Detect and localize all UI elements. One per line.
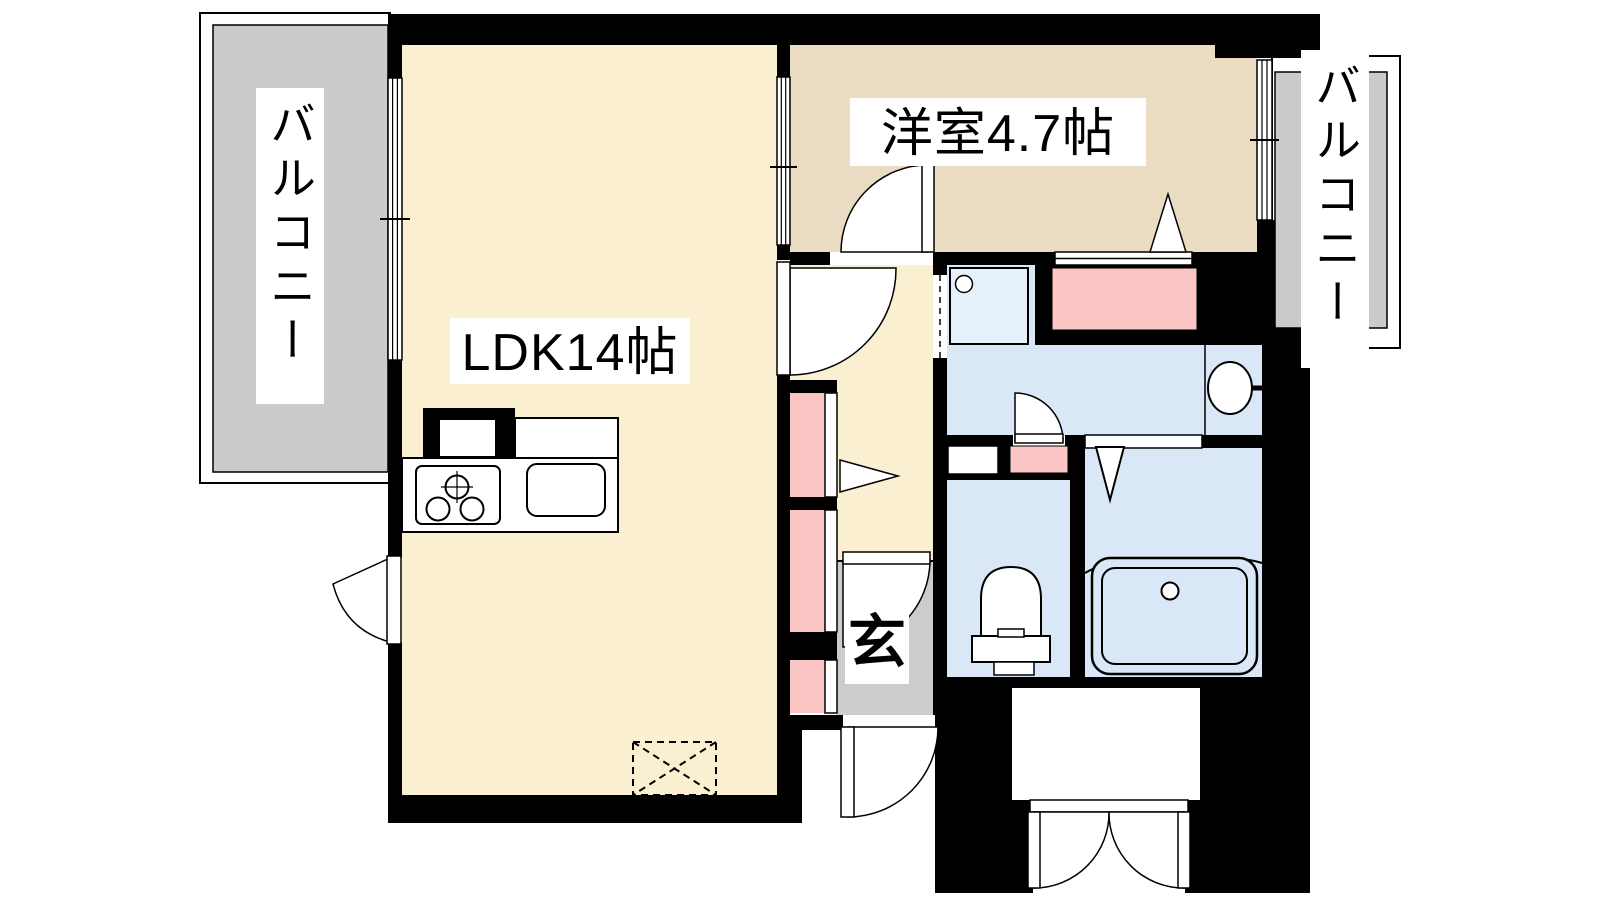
bathtub-inner xyxy=(1101,567,1248,665)
bath-folding-door-marker xyxy=(1094,446,1126,504)
wall-washroom-left xyxy=(933,358,947,715)
kitchen xyxy=(401,417,619,533)
label-western-bg xyxy=(850,98,1146,166)
window-ldk-balcony xyxy=(380,77,410,361)
bathtub-icon xyxy=(1090,556,1259,676)
opening-bath-door xyxy=(1084,434,1203,449)
sliding-door-washroom xyxy=(933,275,947,358)
wall-top xyxy=(388,14,1275,45)
label-ldk: LDK14帖 xyxy=(462,324,679,382)
label-western-room: 洋室4.7帖 xyxy=(881,105,1115,163)
wall-ldk-corridor-top xyxy=(777,245,790,260)
door-entrance-hall-leaf xyxy=(842,551,931,565)
wall-western-bottom-2 xyxy=(933,252,1055,265)
porch-door-left-leaf xyxy=(1027,811,1041,889)
label-balcony-left: バルコニー xyxy=(264,100,316,370)
toilet-tank-lid xyxy=(997,628,1025,638)
labels: LDK14帖 洋室4.7帖 バルコニー バルコニー 玄 xyxy=(256,50,1369,684)
entry-door-leaf xyxy=(840,726,855,818)
wall-ldk-west-upper xyxy=(777,45,790,77)
wall-left-lower xyxy=(388,642,402,795)
washbasin-icon xyxy=(1207,361,1253,415)
wall-right-lower xyxy=(1262,328,1310,677)
washer-pan-drain xyxy=(954,274,974,294)
porch-door-left-swing xyxy=(1033,811,1110,889)
label-ldk-bg xyxy=(450,318,690,384)
toilet-wall-shelf xyxy=(1009,445,1069,474)
toilet-wall-box xyxy=(947,445,999,475)
door-ldk-corridor-swing xyxy=(789,267,897,376)
closets xyxy=(790,191,1198,714)
bathtub-drain xyxy=(1160,581,1180,601)
wall-ldk-corridor xyxy=(777,375,790,715)
stove-burner xyxy=(459,496,485,522)
toilet-tank xyxy=(971,635,1051,663)
wall-closet-sep2 xyxy=(777,632,837,660)
entry-door-swing xyxy=(847,726,939,818)
closet-slider-western xyxy=(1054,251,1193,266)
wall-entrance-bottom xyxy=(777,715,843,730)
wall-left-upper xyxy=(388,14,402,78)
closet-western-door-marker xyxy=(1148,191,1188,253)
wall-left-mid xyxy=(388,360,402,560)
porch-door-right-leaf xyxy=(1177,811,1191,889)
wall-bath-top xyxy=(1202,435,1262,448)
wall-bottom-ldk xyxy=(388,795,802,823)
stove-burner xyxy=(425,496,451,522)
ldk-dashed-box xyxy=(632,741,717,796)
label-balcony-left-bg xyxy=(256,88,324,404)
toilet-base xyxy=(993,661,1035,676)
kitchen-block-niche xyxy=(440,420,495,456)
toilet-bowl-icon xyxy=(980,565,1042,642)
closet-door-marker xyxy=(839,459,901,493)
door-western-leaf xyxy=(921,164,935,253)
closet-upper xyxy=(790,393,825,497)
label-entrance: 玄 xyxy=(848,610,906,675)
wall-right-upper xyxy=(1262,252,1275,328)
wall-bottom-connector xyxy=(777,730,802,823)
kitchen-counter-upper xyxy=(514,417,619,459)
closet-western xyxy=(1051,267,1198,331)
bathroom xyxy=(1084,446,1263,676)
opening-western-door xyxy=(830,252,933,265)
closet-lower xyxy=(790,660,825,713)
door-service-leaf xyxy=(386,555,402,645)
wall-toilet-bath-divider xyxy=(1070,435,1085,677)
door-service-swing xyxy=(332,556,391,643)
label-balcony-right-bg xyxy=(1301,50,1369,368)
door-ldk-corridor-leaf xyxy=(776,261,791,376)
closet-middle-door xyxy=(824,509,838,633)
label-entrance-bg xyxy=(845,598,909,684)
closet-lower-door xyxy=(824,659,838,714)
sink-icon xyxy=(526,463,606,517)
window-ldk-western-partition xyxy=(770,76,797,246)
label-balcony-right: バルコニー xyxy=(1309,62,1361,332)
closet-upper-door xyxy=(824,392,838,498)
wall-closet-sep1 xyxy=(777,497,837,510)
door-toilet-leaf xyxy=(1014,433,1064,444)
porch-door-right-swing xyxy=(1108,811,1185,889)
partition-frame xyxy=(776,76,791,246)
toilet xyxy=(971,565,1051,676)
porch-alcove xyxy=(1012,688,1200,800)
window-western-balcony xyxy=(1250,59,1279,221)
wall-western-bottom-1 xyxy=(790,252,830,265)
wall-washroom-left-top xyxy=(933,265,947,277)
washroom xyxy=(949,267,1264,435)
porch-threshold xyxy=(1029,799,1189,813)
closet-middle xyxy=(790,510,825,632)
wall-closet-cap xyxy=(777,380,837,393)
